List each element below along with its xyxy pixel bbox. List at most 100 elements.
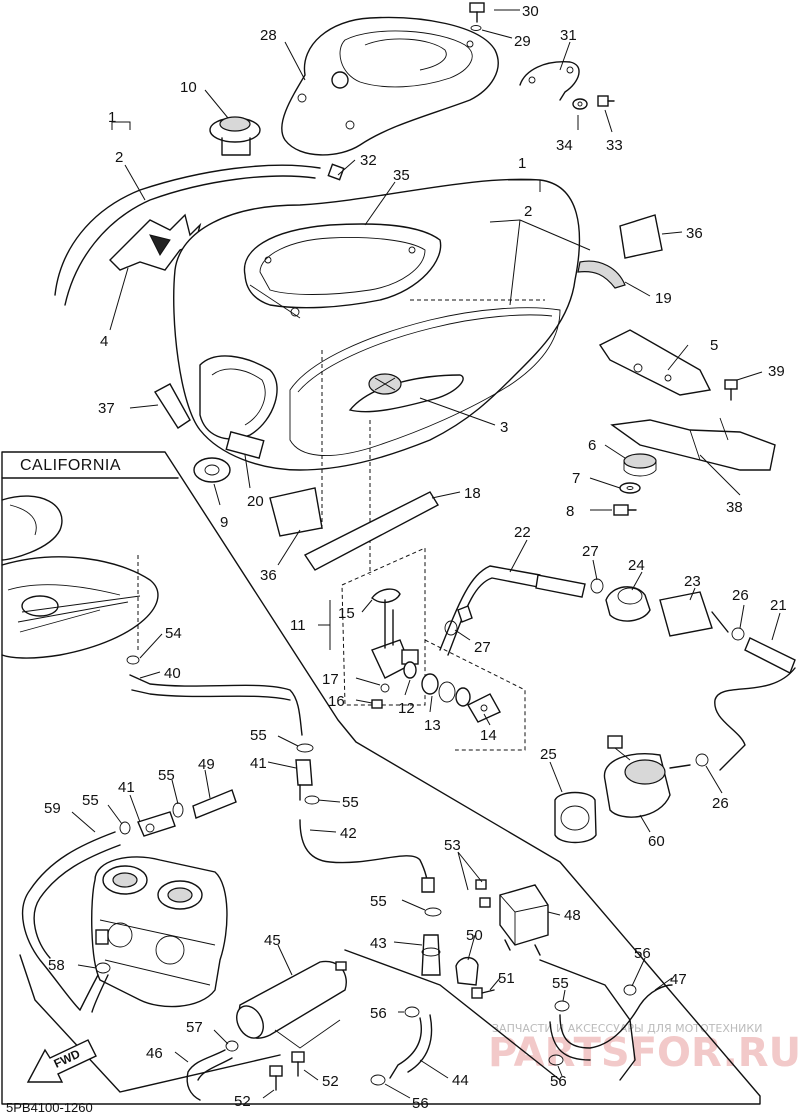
bolt-52-b <box>291 1051 305 1077</box>
clamp-56-b <box>548 1054 564 1066</box>
callout-51: 51 <box>498 970 515 987</box>
clamp-26-bottom <box>695 753 709 767</box>
california-inset: CALIFORNIA <box>1 451 761 1105</box>
fitting-41-top <box>295 759 313 801</box>
callout-18: 18 <box>464 485 481 502</box>
bracket-31 <box>519 61 580 101</box>
bolt-33 <box>597 95 615 107</box>
callout-29: 29 <box>514 33 531 50</box>
callout-52-a: 52 <box>234 1093 251 1110</box>
callout-43: 43 <box>370 935 387 952</box>
cover-37 <box>154 383 191 429</box>
callout-13: 13 <box>424 717 441 734</box>
callout-56-a: 56 <box>634 945 651 962</box>
callout-50: 50 <box>466 927 483 944</box>
callout-3: 3 <box>500 419 508 436</box>
bolt-30 <box>469 2 485 23</box>
washer-7 <box>619 482 641 494</box>
callout-56-d: 56 <box>412 1095 429 1112</box>
tank-bracket-5 <box>598 329 712 396</box>
callout-56-c: 56 <box>550 1073 567 1090</box>
callout-10: 10 <box>180 79 197 96</box>
callout-11: 11 <box>290 617 306 634</box>
tank-bracket-38 <box>610 417 776 471</box>
callout-56-b: 56 <box>370 1005 387 1022</box>
carburetor-assembly <box>91 856 228 1008</box>
callout-42: 42 <box>340 825 357 842</box>
callout-54: 54 <box>165 625 182 642</box>
callout-55-b: 55 <box>158 767 175 784</box>
callout-2-left: 2 <box>115 149 123 166</box>
fuel-pump-60 <box>603 735 691 818</box>
hose-42 <box>299 819 435 893</box>
clamp-56-c <box>370 1074 386 1086</box>
fuel-cap <box>209 116 261 156</box>
hose-routing-line-b <box>344 949 561 1081</box>
callout-59: 59 <box>44 800 61 817</box>
callout-55-e: 55 <box>370 893 387 910</box>
clamp-55-b <box>304 795 320 805</box>
callout-36-bottom: 36 <box>260 567 277 584</box>
clip-32 <box>327 163 345 181</box>
side-cover <box>199 355 278 440</box>
callout-19: 19 <box>655 290 672 307</box>
callout-47: 47 <box>670 971 687 988</box>
callout-55-d: 55 <box>82 792 99 809</box>
callout-22: 22 <box>514 524 531 541</box>
callout-23: 23 <box>684 573 701 590</box>
callout-33: 33 <box>606 137 623 154</box>
clamp-27-bottom <box>444 605 473 636</box>
callout-5: 5 <box>710 337 718 354</box>
hose-59 <box>22 831 121 1011</box>
callout-8: 8 <box>566 503 574 520</box>
callout-31: 31 <box>560 27 577 44</box>
callout-7: 7 <box>572 470 580 487</box>
callout-1-left: 1 <box>108 109 116 126</box>
clamp-57 <box>225 1040 239 1052</box>
hose-47-return <box>539 959 636 1081</box>
fuel-filter-23 <box>659 591 729 637</box>
clamp-55-c <box>172 802 184 818</box>
callout-38: 38 <box>726 499 743 516</box>
callout-16: 16 <box>328 693 345 710</box>
fwd-arrow: FWD <box>26 1039 97 1083</box>
label-36-top <box>619 214 663 259</box>
label-36-bottom <box>269 487 323 537</box>
callout-21: 21 <box>770 597 787 614</box>
callout-25: 25 <box>540 746 557 763</box>
pad-19 <box>577 260 626 289</box>
callout-55-f: 55 <box>552 975 569 992</box>
callout-1-right: 1 <box>518 155 526 172</box>
hose-49 <box>192 789 237 819</box>
callout-15: 15 <box>338 605 355 622</box>
clamp-56-a <box>404 1006 420 1018</box>
callout-40: 40 <box>164 665 181 682</box>
fitting-43 <box>421 934 441 976</box>
callout-46: 46 <box>146 1045 163 1062</box>
hose-44 <box>389 1014 433 1079</box>
callout-45: 45 <box>264 932 281 949</box>
callout-14: 14 <box>480 727 497 744</box>
callout-6: 6 <box>588 437 596 454</box>
callout-37: 37 <box>98 400 115 417</box>
callout-20: 20 <box>247 493 264 510</box>
callouts: 30 29 28 31 10 1 2 34 33 32 35 1 2 36 4 … <box>44 3 787 1112</box>
clamp-54 <box>126 655 140 665</box>
clamp-55-a <box>296 743 314 753</box>
clamp-55-e <box>424 907 442 917</box>
damper-20 <box>225 431 265 459</box>
callout-55-a: 55 <box>250 727 267 744</box>
fuel-hose-21 <box>714 637 796 771</box>
callout-27-bottom: 27 <box>474 639 491 656</box>
fuel-pump-valve-24 <box>605 586 651 622</box>
bolt-39 <box>724 379 738 401</box>
callout-58: 58 <box>48 957 65 974</box>
stripe-decal <box>54 164 321 306</box>
strip-18 <box>303 491 439 571</box>
leader-lines <box>71 9 781 1099</box>
callout-35: 35 <box>393 167 410 184</box>
watermark: ЗАПЧАСТИ И АКСЕССУАРЫ ДЛЯ МОТОТЕХНИКИ PA… <box>488 1022 800 1076</box>
bolt-52-a <box>269 1065 283 1091</box>
clamp-27-top <box>590 578 604 594</box>
